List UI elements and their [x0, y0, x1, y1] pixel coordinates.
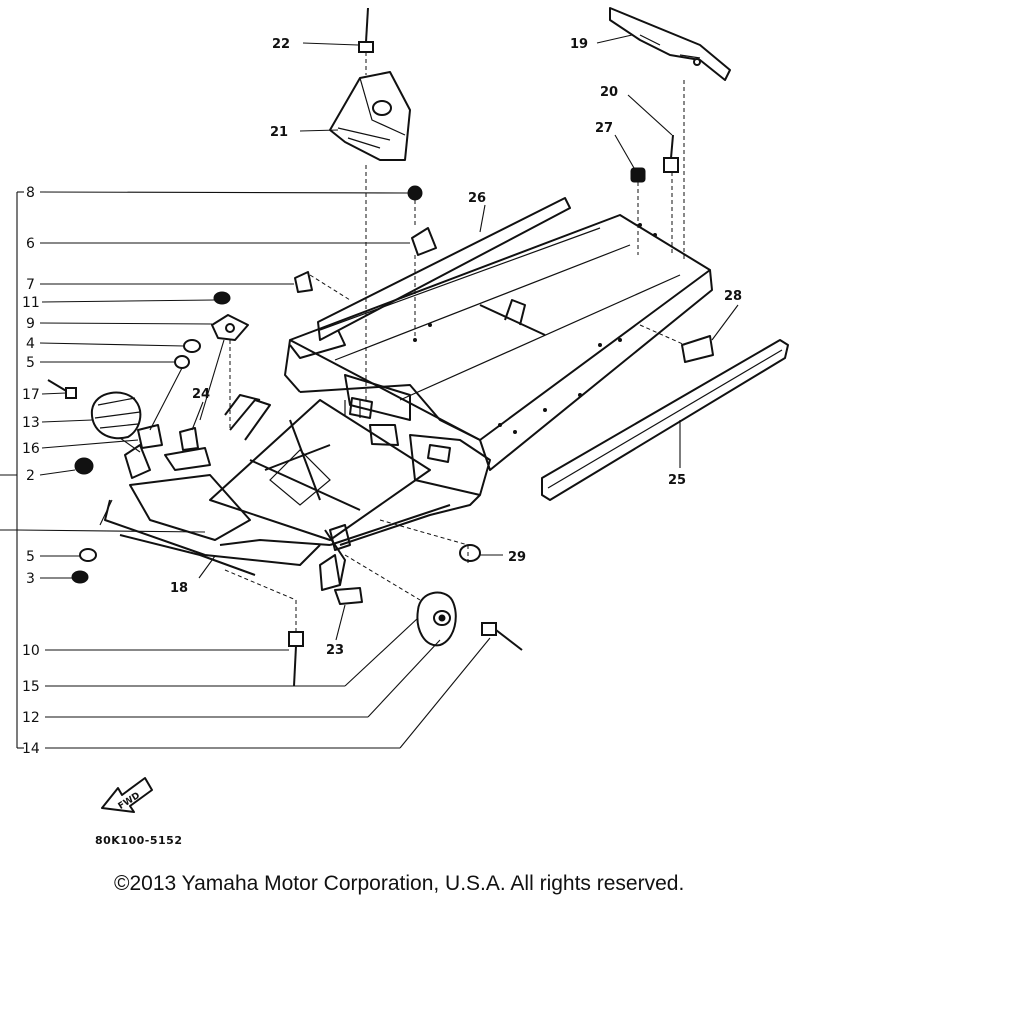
fwd-arrow-icon: FWD	[101, 777, 153, 813]
label-4: 4	[26, 336, 35, 352]
label-23: 23	[326, 643, 344, 658]
part-29-cap	[459, 544, 481, 562]
part-5-nut-lower	[79, 548, 97, 562]
label-14: 14	[22, 741, 40, 757]
label-29: 29	[508, 550, 526, 565]
part-28-plate	[681, 335, 714, 363]
part-4-nut	[183, 339, 201, 353]
part-15-pulley	[416, 591, 457, 647]
label-20: 20	[600, 85, 618, 100]
frame-assembly	[104, 214, 713, 591]
part-11-washer	[213, 291, 231, 305]
label-19: 19	[570, 37, 588, 52]
label-13: 13	[22, 415, 40, 431]
label-7: 7	[26, 277, 35, 293]
callouts-left: 8 6 7 11 9 4 5 17 13 16 2 5 3 10 15 12 1…	[22, 185, 40, 757]
label-22: 22	[272, 37, 290, 52]
copyright-notice: ©2013 Yamaha Motor Corporation, U.S.A. A…	[114, 872, 685, 895]
part-7-clip	[294, 271, 313, 293]
label-10: 10	[22, 643, 40, 659]
label-2: 2	[26, 468, 35, 484]
label-9: 9	[26, 316, 35, 332]
part-8-nut	[407, 185, 423, 201]
part-6-bracket	[411, 227, 437, 256]
callouts-top: 22 21 19 20 27 26 28 25 24 29 18 23	[170, 37, 742, 658]
assembly-lines	[224, 52, 686, 632]
label-26: 26	[468, 191, 486, 206]
part-26-rail-upper	[317, 197, 571, 341]
part-5-nut-upper	[174, 355, 190, 369]
part-27-cap	[630, 167, 646, 183]
part-24-bracket	[179, 427, 199, 451]
part-23-clip	[334, 587, 363, 605]
label-21: 21	[270, 125, 288, 140]
part-16-bracket	[137, 424, 163, 449]
label-8: 8	[26, 185, 35, 201]
drawing-code: 80K100-5152	[95, 834, 183, 847]
part-2-cap	[74, 457, 94, 475]
label-18: 18	[170, 581, 188, 596]
label-28: 28	[724, 289, 742, 304]
part-17-bolt	[47, 379, 77, 399]
part-25-rail-lower	[541, 339, 789, 501]
label-5-lower: 5	[26, 549, 35, 565]
label-15: 15	[22, 679, 40, 695]
part-21-mount-plate	[329, 71, 411, 161]
label-27: 27	[595, 121, 613, 136]
label-5-upper: 5	[26, 355, 35, 371]
label-12: 12	[22, 710, 40, 726]
part-3-nut	[71, 570, 89, 584]
part-22-bolt	[358, 7, 374, 53]
label-24: 24	[192, 387, 210, 402]
label-6: 6	[26, 236, 35, 252]
part-20-bolt	[663, 134, 679, 173]
label-11: 11	[22, 295, 40, 311]
label-16: 16	[22, 441, 40, 457]
label-3: 3	[26, 571, 35, 587]
leader-lines	[0, 34, 739, 749]
part-14-bolt	[481, 622, 523, 651]
label-25: 25	[668, 473, 686, 488]
part-19-rear-bumper	[609, 7, 731, 81]
part-13-spring	[90, 391, 142, 440]
part-9-mount	[211, 314, 249, 341]
label-17: 17	[22, 387, 40, 403]
part-10-bolt	[288, 631, 304, 687]
